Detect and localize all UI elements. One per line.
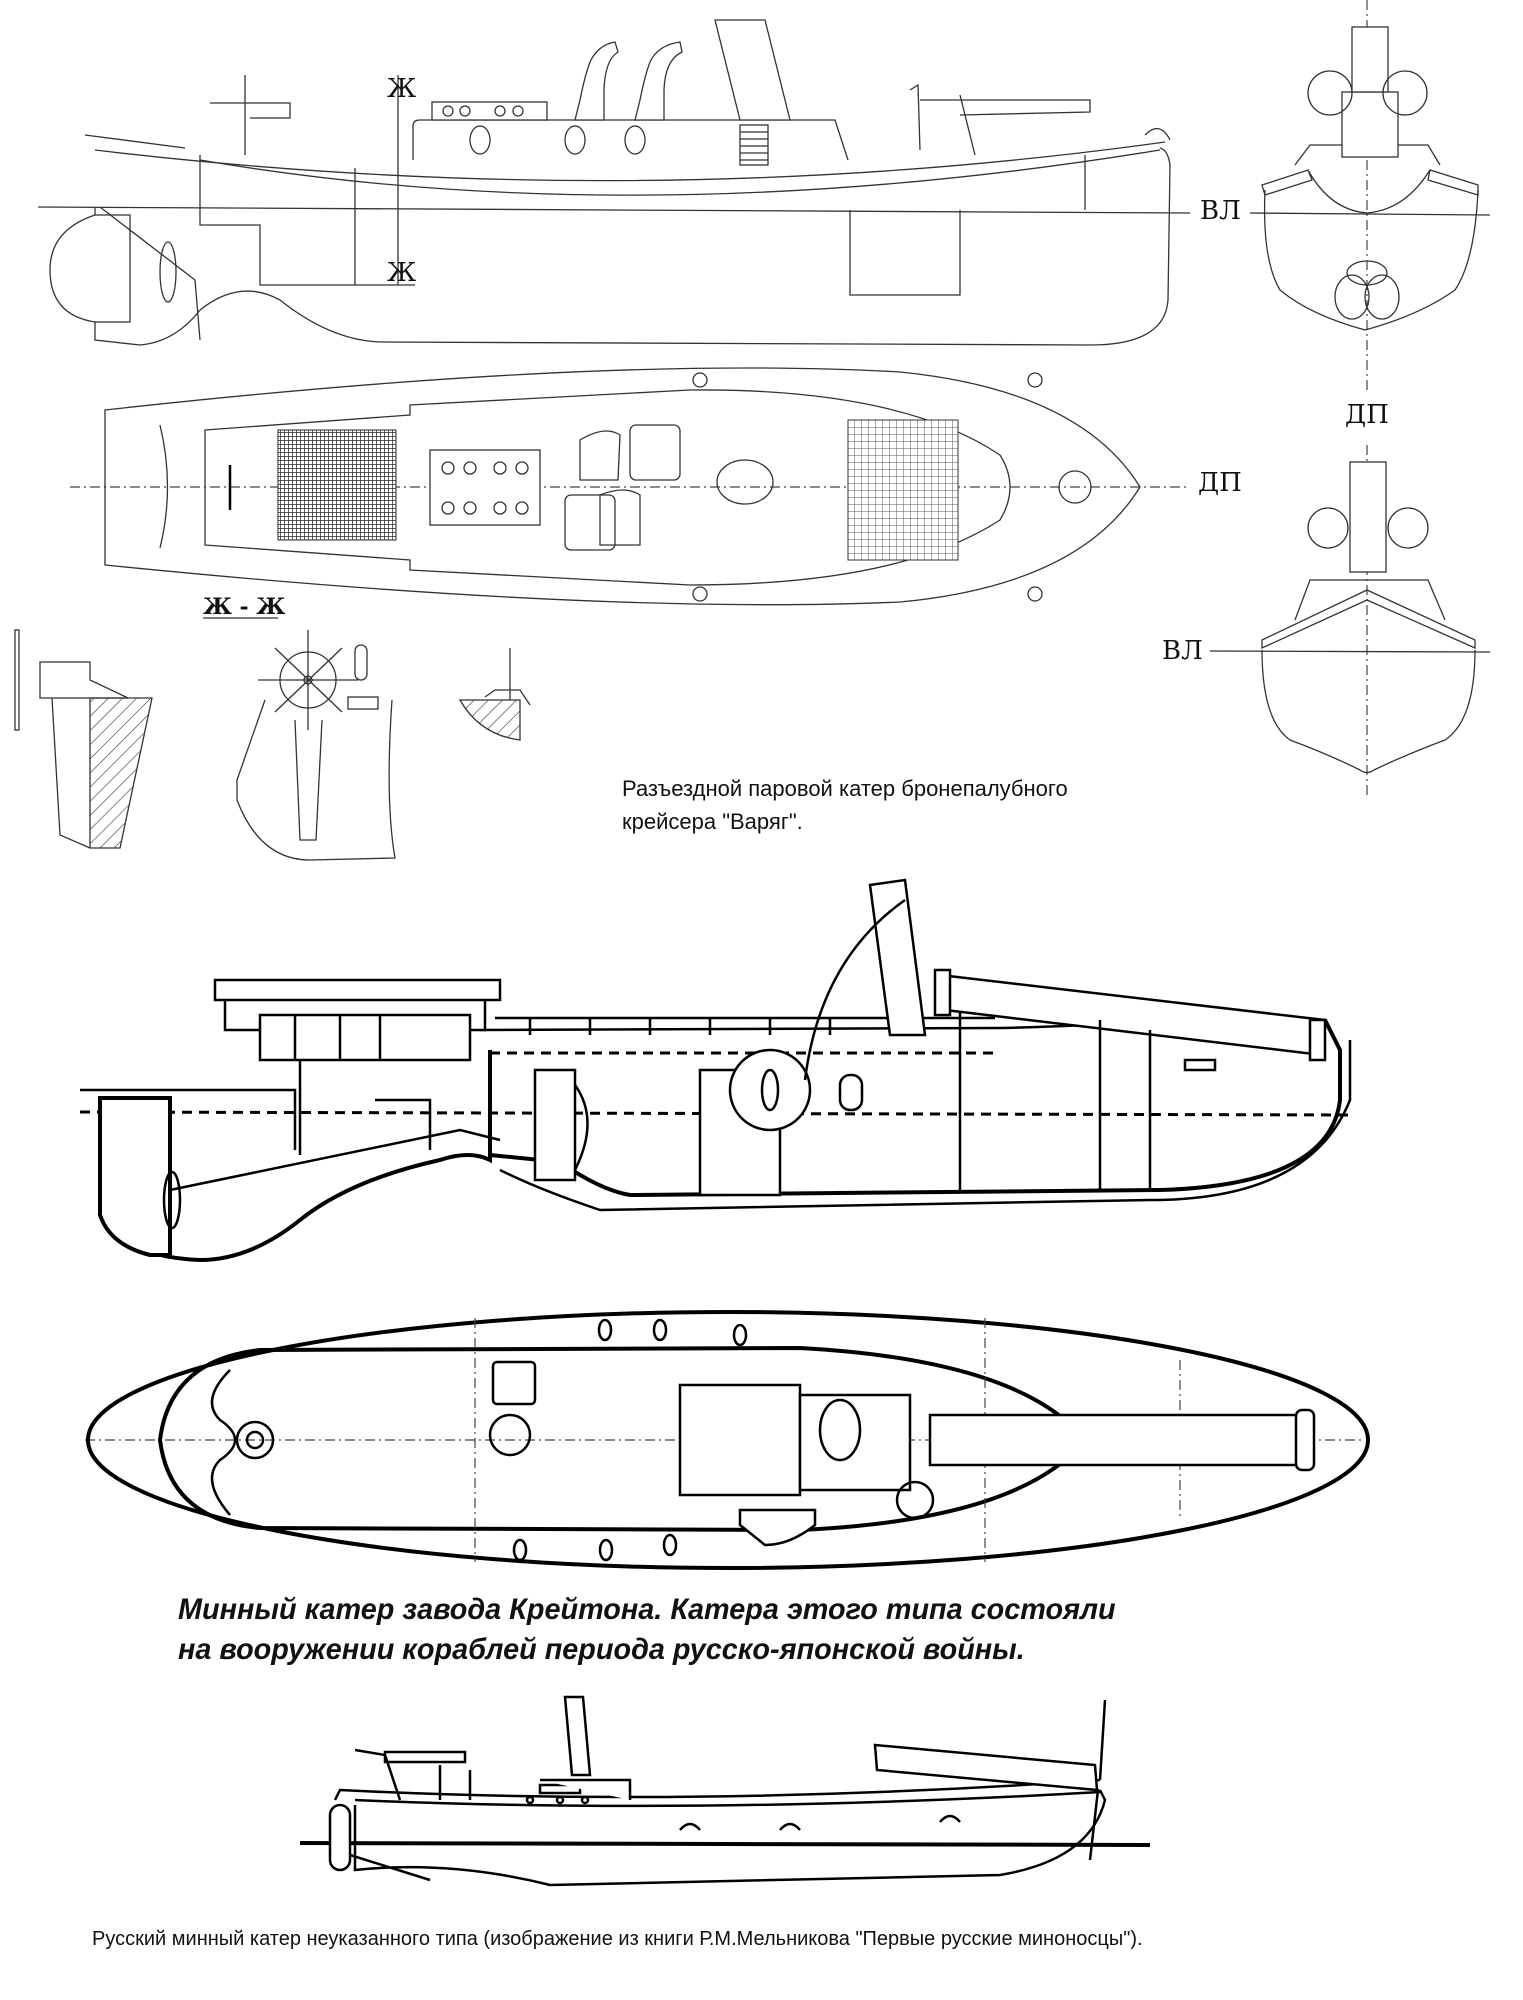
waterline: [1209, 650, 1491, 653]
varyag-launch-section-details: [14, 617, 531, 861]
sheer-line: [333, 1778, 1101, 1801]
boiler: [678, 1383, 802, 1497]
varyag-launch-bow-view: [1209, 445, 1491, 795]
torpedo-tube: [873, 1743, 1099, 1792]
tiller: [159, 424, 169, 549]
varyag-launch-stern-view: [1249, 0, 1491, 390]
varyag-launch-side-profile: [37, 19, 1191, 346]
figure1-caption-line2: крейсера "Варяг".: [622, 809, 803, 834]
hull-bottom: [489, 1019, 1342, 1198]
sheer-line: [94, 141, 1166, 182]
ventilator: [1382, 70, 1428, 116]
waterline: [299, 1841, 1151, 1847]
funnel: [714, 19, 791, 121]
figure1-caption: Разъездной паровой катер бронепалубного …: [622, 772, 1068, 838]
porthole: [624, 125, 646, 155]
porthole: [469, 125, 491, 155]
deckhouse: [1341, 91, 1399, 158]
creighton-boat-deck-plan: [85, 1310, 1370, 1570]
funnel-top: [716, 459, 774, 505]
figure2-caption: Минный катер завода Крейтона. Катера это…: [178, 1590, 1116, 1670]
hull-section: [1261, 649, 1476, 774]
figure3-caption: Русский минный катер неуказанного типа (…: [92, 1928, 1143, 1950]
funnel-stay: [803, 898, 906, 1081]
ventilator: [579, 430, 621, 481]
ventilator: [1307, 507, 1349, 549]
ventilator: [634, 41, 683, 121]
hatch: [235, 1420, 275, 1460]
skylight: [431, 101, 548, 121]
centerline-label-bow: ДП: [1345, 400, 1389, 430]
hull-section: [1263, 189, 1479, 331]
section-title: Ж - Ж: [203, 594, 286, 620]
fore-grating: [847, 419, 959, 561]
funnel: [1351, 26, 1389, 93]
russian-torpedo-boat-side-profile: [299, 1695, 1151, 1887]
waterline: [1249, 212, 1491, 216]
ladder: [739, 124, 769, 166]
shaft: [169, 1128, 501, 1192]
rudder: [328, 1803, 352, 1872]
rudder: [49, 214, 131, 323]
figure1-caption-line1: Разъездной паровой катер бронепалубного: [622, 776, 1068, 801]
hull-bottom: [353, 1789, 1107, 1887]
porthole: [564, 125, 586, 155]
waterline-label-bow: ВЛ: [1162, 636, 1203, 666]
deck-line: [199, 149, 1161, 196]
section-mark-bottom: Ж: [387, 258, 417, 288]
coaming: [204, 389, 1011, 586]
aft-gun: [210, 75, 291, 155]
funnel: [868, 878, 927, 1037]
ventilator: [574, 41, 619, 121]
propeller: [159, 241, 177, 303]
cabin: [412, 119, 849, 161]
hull-outline: [86, 1310, 1370, 1570]
centerline-label-plan: ДП: [1198, 468, 1242, 498]
section-mark-top: Ж: [387, 74, 417, 104]
figure2-caption-line2: на вооружении кораблей периода русско-яп…: [178, 1633, 1025, 1666]
ventilator: [599, 489, 641, 546]
rudder: [98, 1096, 172, 1257]
propeller: [162, 1170, 182, 1230]
engine: [533, 1068, 577, 1182]
hull-outline: [94, 147, 1171, 346]
figure2-caption-line1: Минный катер завода Крейтона. Катера это…: [178, 1593, 1116, 1626]
funnel: [1349, 461, 1387, 573]
forward-gun: [909, 83, 1091, 156]
waterline-label-stern: ВЛ: [1200, 196, 1241, 226]
creighton-boat-side-profile: [79, 878, 1356, 1263]
ventilator: [1387, 507, 1429, 549]
grating: [277, 429, 397, 541]
gun: [383, 1750, 467, 1764]
hull-outline: [104, 367, 1141, 606]
funnel: [563, 1695, 592, 1777]
ventilator: [1307, 70, 1353, 116]
torpedo-tube: [928, 1413, 1302, 1467]
varyag-launch-deck-plan: [70, 367, 1190, 606]
waterline: [37, 206, 1191, 214]
torpedo-tube: [938, 973, 1327, 1057]
